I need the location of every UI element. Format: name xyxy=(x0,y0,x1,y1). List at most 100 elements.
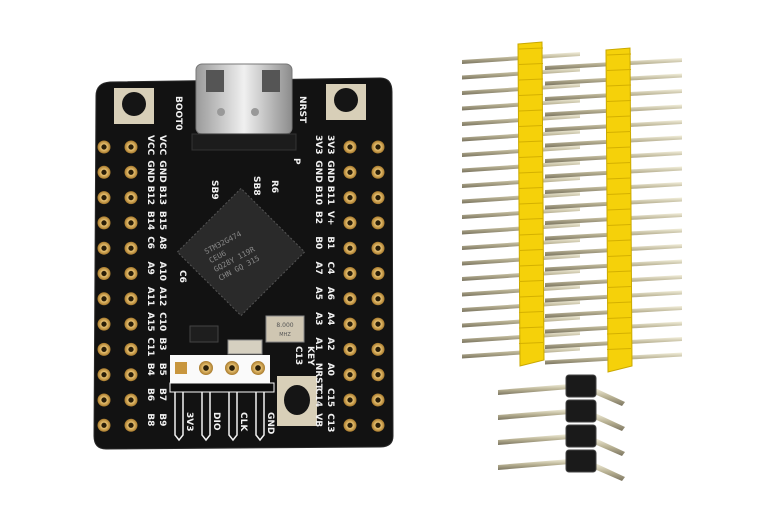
pin-pad xyxy=(371,393,385,407)
pin-pad xyxy=(371,368,385,382)
swd-label: GND xyxy=(265,412,275,434)
pin-label: B0 xyxy=(313,236,323,249)
pin-label: B7 xyxy=(157,388,167,401)
pin-label: GND xyxy=(325,160,335,182)
pin-label: VCC xyxy=(157,135,167,156)
pin-pad xyxy=(343,292,357,306)
pin-pad xyxy=(97,393,111,407)
pin-label: A15 xyxy=(145,312,155,332)
pin-label: A12 xyxy=(157,287,167,307)
pin-pad xyxy=(97,241,111,255)
plastic-segment xyxy=(606,224,632,226)
pin-pad xyxy=(343,241,357,255)
usb-c-connector[interactable] xyxy=(191,63,297,151)
pin-label: A8 xyxy=(157,236,167,249)
plastic-segment xyxy=(518,202,544,205)
plastic-segment xyxy=(606,146,632,149)
pin-pad xyxy=(371,140,385,154)
sb9-label: SB9 xyxy=(209,180,219,200)
pin-pad xyxy=(97,292,111,306)
header-pin-bent xyxy=(592,413,625,431)
pin-label: GND xyxy=(145,160,155,182)
pin-headers xyxy=(462,41,682,373)
plastic-segment xyxy=(518,342,544,344)
plastic-segment xyxy=(518,171,544,174)
pin-label: C11 xyxy=(145,337,155,356)
header-pin xyxy=(498,409,570,420)
pin-pad xyxy=(343,418,357,432)
pin-pad xyxy=(343,368,357,382)
key-button[interactable] xyxy=(277,376,317,426)
pin-pad xyxy=(97,216,111,230)
plastic-segment xyxy=(606,100,632,102)
boot0-button[interactable] xyxy=(114,88,154,124)
pin-pad xyxy=(343,216,357,230)
header-plastic xyxy=(565,399,597,423)
pin-pad xyxy=(371,267,385,280)
pin-label: C14 xyxy=(313,388,323,407)
crystal-unit: MHZ xyxy=(279,332,291,338)
sb8-label: SB8 xyxy=(251,176,261,196)
swd-area xyxy=(169,355,275,393)
header-pin-bent xyxy=(592,438,625,456)
plastic-segment xyxy=(606,270,632,273)
pin-label: A5 xyxy=(313,287,323,300)
pin-pad xyxy=(97,418,111,432)
crystal: 8.000 MHZ xyxy=(189,315,305,355)
header-pin xyxy=(498,434,570,445)
pin-pad xyxy=(124,216,138,230)
crystal-freq: 8.000 xyxy=(276,322,293,329)
pin-label: B8 xyxy=(145,413,155,426)
pin-label: B2 xyxy=(313,211,323,224)
pin-pad xyxy=(124,368,138,382)
pin-label: B15 xyxy=(157,211,167,230)
swd-pad xyxy=(225,361,239,375)
pin-label: B6 xyxy=(145,388,155,401)
pin-pad xyxy=(124,165,138,179)
swd-pin-outline xyxy=(174,392,184,442)
plastic-segment xyxy=(606,84,632,87)
pin-pad xyxy=(97,140,111,154)
pin-label: A11 xyxy=(145,287,155,307)
pin-label: A3 xyxy=(313,312,323,325)
reset-button[interactable] xyxy=(326,84,366,120)
pin-label: B1 xyxy=(325,236,335,249)
plastic-segment xyxy=(606,69,632,71)
pin-pad xyxy=(97,368,111,382)
pin-label: B12 xyxy=(145,186,155,205)
plastic-segment xyxy=(606,53,632,56)
swd-label: 3V3 xyxy=(184,412,194,432)
header-plastic xyxy=(565,449,597,473)
right-angle-header xyxy=(498,374,625,481)
pin-pad xyxy=(97,317,111,331)
plastic-segment xyxy=(518,249,544,251)
pin-label: B3 xyxy=(157,337,167,350)
swd-pin-outline xyxy=(201,392,211,442)
pin-label: GND xyxy=(157,160,167,182)
pin-label: B4 xyxy=(145,363,155,376)
key-label: KEY xyxy=(305,346,315,366)
pin-pad xyxy=(343,165,357,179)
plastic-segment xyxy=(518,264,544,267)
plastic-segment xyxy=(606,162,632,164)
nrst-label: NRST xyxy=(297,96,307,124)
plastic-segment xyxy=(518,140,544,143)
pin-pad xyxy=(343,342,357,356)
pin-label: B13 xyxy=(157,186,167,205)
plastic-segment xyxy=(606,239,632,242)
pin-pad xyxy=(124,393,138,407)
pin-pad xyxy=(97,191,111,205)
plastic-segment xyxy=(606,317,632,319)
pin-label: A10 xyxy=(157,262,167,282)
pin-label: C6 xyxy=(145,236,155,249)
pin-label: A7 xyxy=(313,262,323,275)
pin-pad xyxy=(124,241,138,255)
plastic-segment xyxy=(606,301,632,304)
plastic-segment xyxy=(518,233,544,236)
plastic-segment xyxy=(606,286,632,288)
plastic-segment xyxy=(606,255,632,257)
pin-pad xyxy=(371,165,385,179)
pin-label: B14 xyxy=(145,211,155,230)
pin-pad xyxy=(124,418,138,432)
